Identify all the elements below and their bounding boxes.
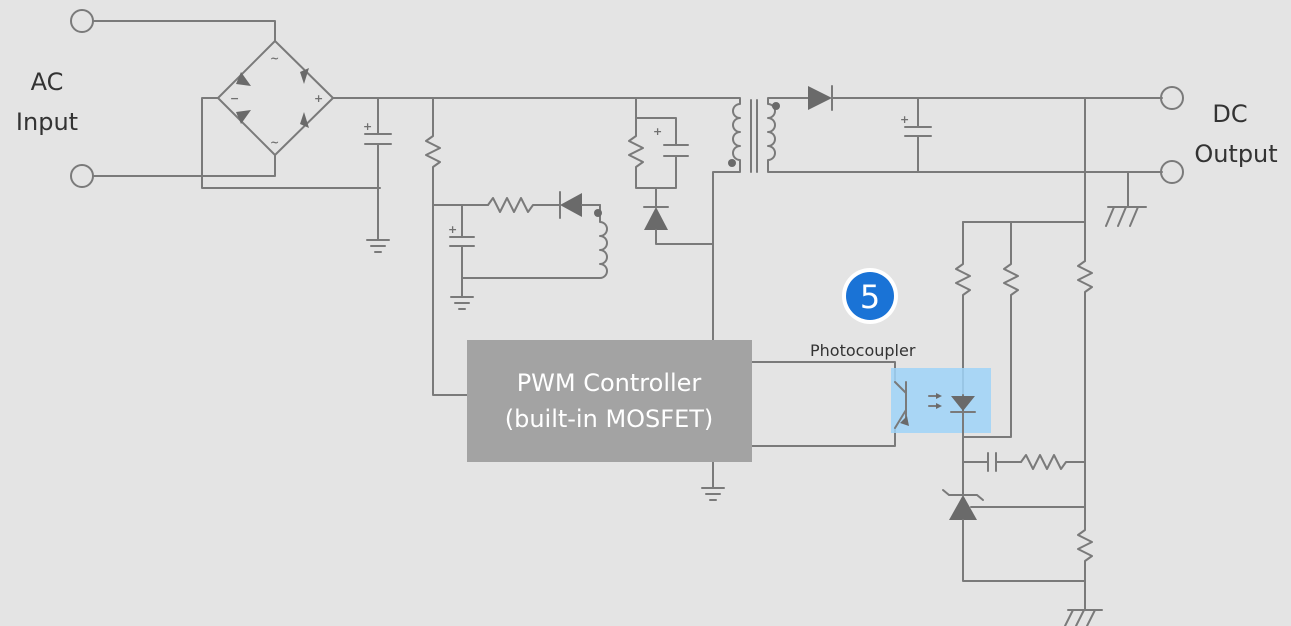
pwm-label-1: PWM Controller xyxy=(517,369,702,397)
ground-symbol-3 xyxy=(701,487,725,501)
output-capacitor: + xyxy=(900,97,932,173)
svg-text:~: ~ xyxy=(270,52,279,65)
ground-symbol-2 xyxy=(450,296,474,310)
ac-wire-bottom xyxy=(92,154,276,177)
comp-resistor xyxy=(1020,454,1086,470)
bias-resistor xyxy=(962,221,1019,438)
svg-text:5: 5 xyxy=(860,278,880,316)
bottom-ground xyxy=(1064,609,1103,626)
svg-text:+: + xyxy=(653,125,662,138)
step-badge: 5 xyxy=(842,268,898,324)
output-diode xyxy=(782,85,1163,111)
ground-symbol-1 xyxy=(366,239,390,253)
pwm-gnd-wire xyxy=(751,427,896,447)
ac-input-label-2: Input xyxy=(16,108,78,136)
aux-capacitor: + xyxy=(448,204,475,298)
svg-text:~: ~ xyxy=(270,136,279,149)
aux-diode xyxy=(559,191,601,219)
svg-text:+: + xyxy=(314,92,323,105)
ac-wire-top xyxy=(92,20,276,42)
svg-text:+: + xyxy=(900,113,909,126)
aux-winding xyxy=(461,204,608,279)
photocoupler xyxy=(894,381,976,438)
svg-text:+: + xyxy=(448,223,457,236)
dc-terminal-bottom xyxy=(1160,160,1184,184)
transformer xyxy=(712,97,1163,341)
bulk-capacitor: + xyxy=(363,97,392,241)
divider-resistor-top xyxy=(1077,260,1093,508)
pwm-controller-box xyxy=(467,340,752,462)
dc-output-label-1: DC xyxy=(1212,100,1247,128)
dc-terminal-top xyxy=(1160,86,1184,110)
output-ground xyxy=(1105,171,1147,227)
svg-text:+: + xyxy=(363,120,372,133)
aux-resistor xyxy=(487,197,561,213)
dc-output-label-2: Output xyxy=(1194,140,1277,168)
bridge-rectifier: ~ ~ + − xyxy=(201,40,381,189)
photocoupler-label: Photocoupler xyxy=(810,341,916,360)
startup-resistor xyxy=(425,97,468,396)
comp-capacitor xyxy=(962,452,1022,472)
pwm-label-2: (built-in MOSFET) xyxy=(505,405,714,433)
ac-terminal-top xyxy=(70,9,94,33)
pwm-fb-wire xyxy=(751,361,896,383)
ac-terminal-bottom xyxy=(70,164,94,188)
shunt-regulator xyxy=(942,489,1086,582)
divider-resistor-bottom xyxy=(1077,506,1093,611)
snubber-network: + xyxy=(628,97,714,245)
svg-text:−: − xyxy=(230,92,239,105)
led-resistor xyxy=(955,221,971,396)
ac-input-label-1: AC xyxy=(31,68,64,96)
